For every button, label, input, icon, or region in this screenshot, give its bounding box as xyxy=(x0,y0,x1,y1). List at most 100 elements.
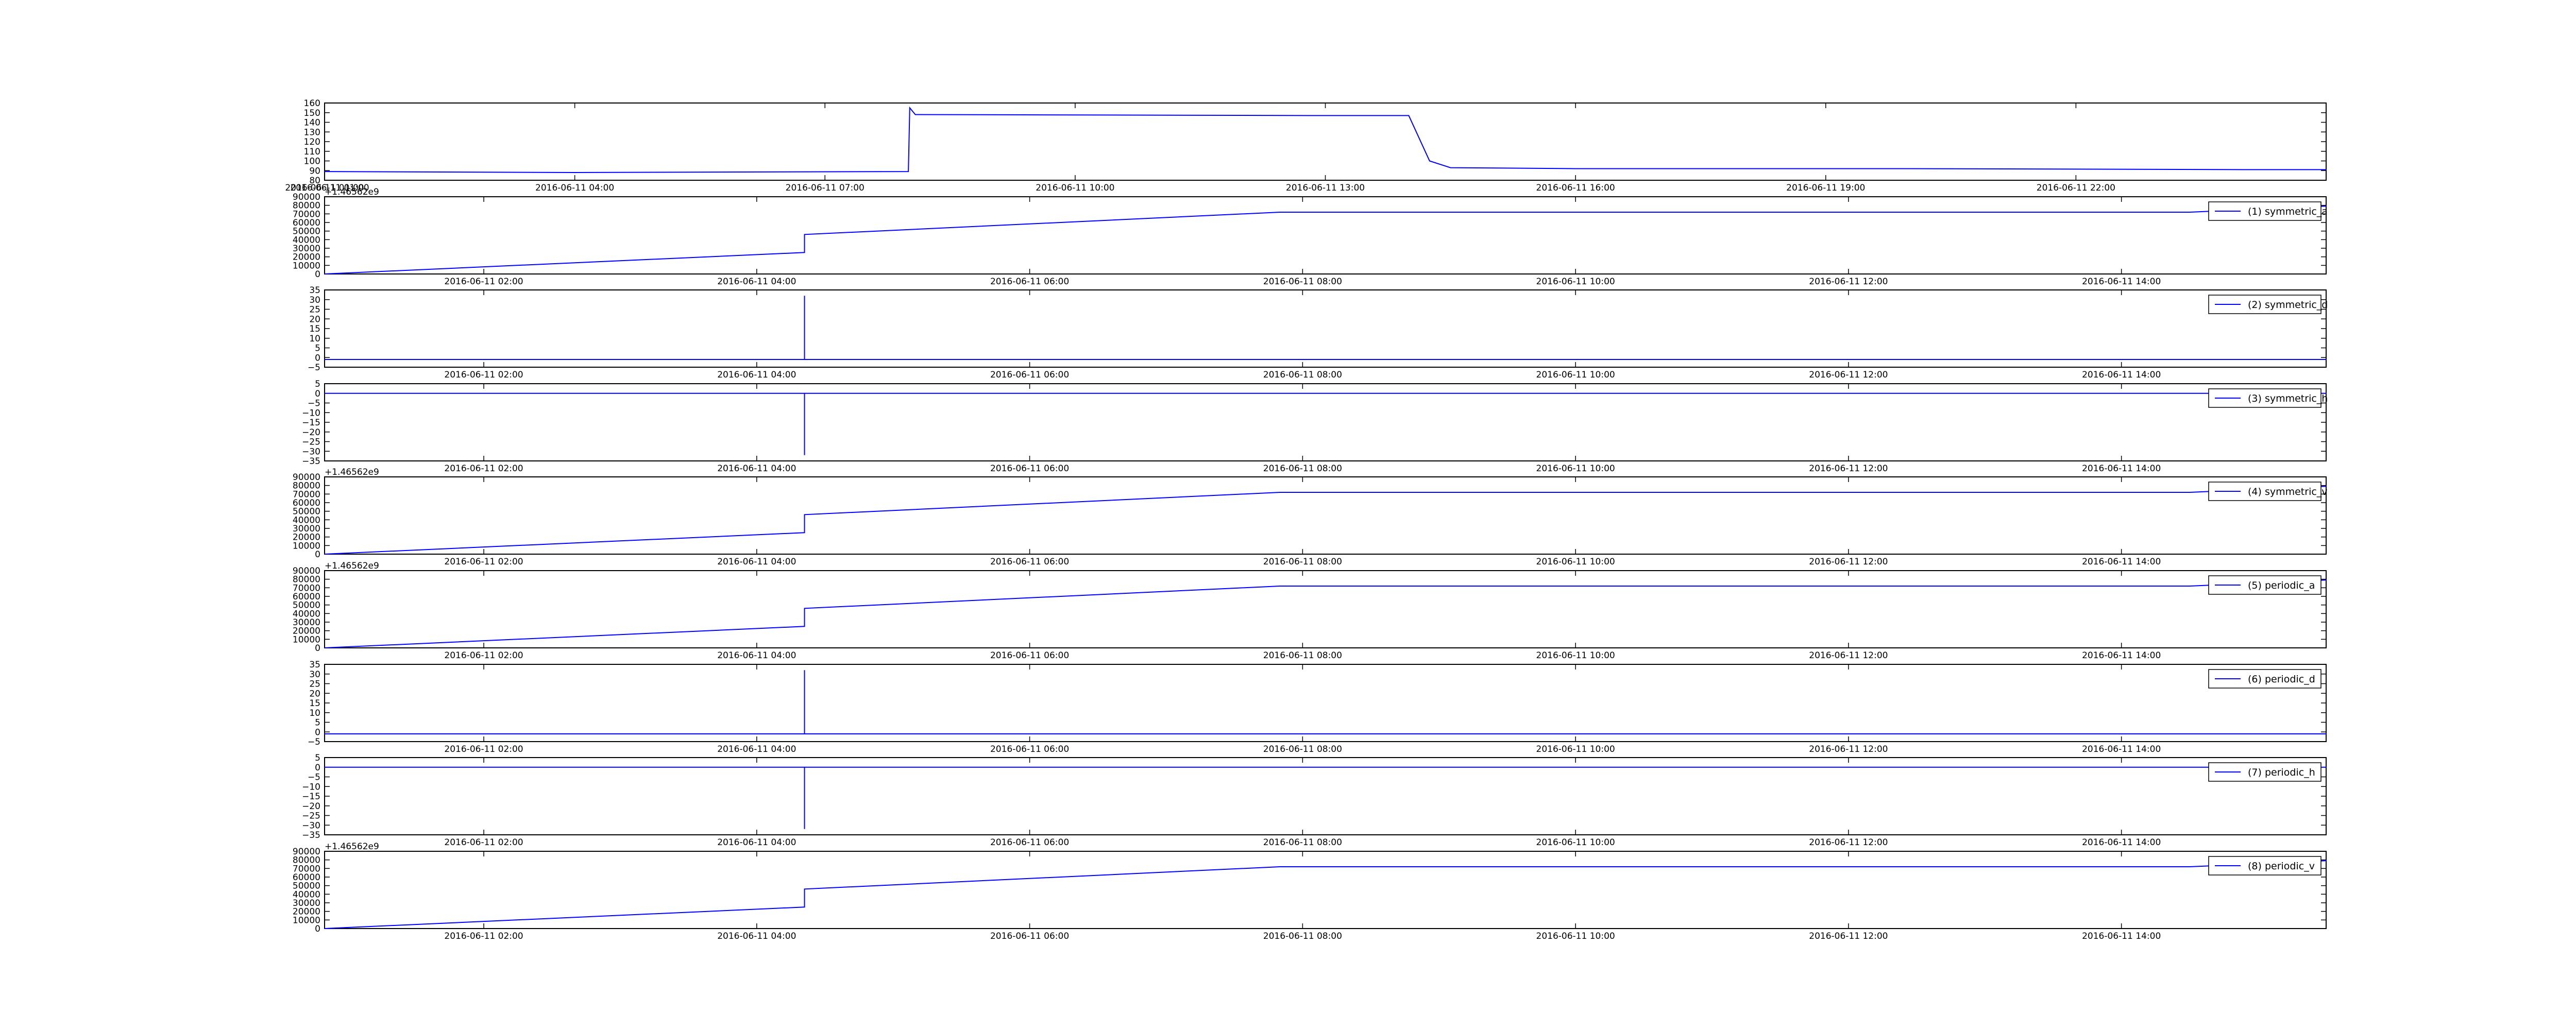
y-tick-label: 50000 xyxy=(293,227,320,237)
x-tick-label: 2016-06-11 22:00 xyxy=(2037,183,2115,193)
x-tick-label: 2016-06-11 12:00 xyxy=(1809,650,1888,661)
y-tick-label: 20 xyxy=(309,314,320,324)
y-tick-label: 150 xyxy=(304,108,320,118)
y-tick-label: 35 xyxy=(309,285,320,296)
legend: (5) periodic_a xyxy=(2208,575,2321,595)
y-tick-label: 0 xyxy=(315,550,320,560)
axes-frame xyxy=(324,851,2327,929)
x-tick-label: 2016-06-11 04:00 xyxy=(535,183,614,193)
x-tick-label: 2016-06-11 04:00 xyxy=(717,370,796,380)
y-tick-label: 140 xyxy=(304,118,320,128)
x-tick-label: 2016-06-11 14:00 xyxy=(2082,931,2161,941)
y-tick-label: 10000 xyxy=(293,541,320,551)
x-tick-label: 2016-06-11 14:00 xyxy=(2082,277,2161,287)
y-tick-label: 10 xyxy=(309,708,320,718)
y-tick-label: −10 xyxy=(302,782,320,792)
y-tick-label: 80 xyxy=(309,176,320,186)
y-tick-label: 5 xyxy=(315,379,320,389)
x-tick-label: 2016-06-11 06:00 xyxy=(990,277,1069,287)
x-tick-label: 2016-06-11 06:00 xyxy=(990,650,1069,661)
x-tick-label: 2016-06-11 12:00 xyxy=(1809,931,1888,941)
x-tick-label: 2016-06-11 08:00 xyxy=(1263,277,1342,287)
x-tick-label: 2016-06-11 08:00 xyxy=(1263,744,1342,754)
y-tick-label: −5 xyxy=(308,772,320,783)
y-tick-label: 50000 xyxy=(293,507,320,517)
y-tick-label: −15 xyxy=(302,418,320,428)
y-tick-label: 20 xyxy=(309,689,320,699)
y-tick-label: 40000 xyxy=(293,515,320,525)
x-tick-label: 2016-06-11 08:00 xyxy=(1263,837,1342,848)
x-tick-label: 2016-06-11 02:00 xyxy=(444,650,523,661)
y-tick-label: 10000 xyxy=(293,634,320,645)
y-tick-label: −25 xyxy=(302,437,320,448)
x-tick-label: 2016-06-11 10:00 xyxy=(1536,650,1615,661)
y-tick-label: 80000 xyxy=(293,855,320,866)
y-tick-label: −20 xyxy=(302,427,320,438)
x-tick-label: 2016-06-11 14:00 xyxy=(2082,744,2161,754)
y-tick-label: 50000 xyxy=(293,600,320,611)
panel-6: 0100002000030000400005000060000700008000… xyxy=(293,561,2327,661)
y-tick-label: 0 xyxy=(315,763,320,773)
y-tick-label: 30 xyxy=(309,295,320,305)
legend-label: (4) symmetric_v xyxy=(2248,486,2328,497)
y-tick-label: 90000 xyxy=(293,566,320,576)
x-tick-label: 2016-06-11 04:00 xyxy=(717,837,796,848)
y-tick-label: 5 xyxy=(315,344,320,354)
legend: (1) symmetric_a xyxy=(2208,201,2328,221)
y-tick-label: 50000 xyxy=(293,881,320,891)
x-tick-label: 2016-06-11 06:00 xyxy=(990,931,1069,941)
legend-label: (1) symmetric_a xyxy=(2248,206,2328,217)
y-tick-label: 5 xyxy=(315,753,320,763)
y-tick-label: −35 xyxy=(302,830,320,840)
x-tick-label: 2016-06-11 08:00 xyxy=(1263,931,1342,941)
x-tick-label: 2016-06-11 02:00 xyxy=(444,464,523,474)
y-tick-label: 35 xyxy=(309,660,320,670)
y-tick-label: −5 xyxy=(308,363,320,373)
x-tick-label: 2016-06-11 14:00 xyxy=(2082,370,2161,380)
legend: (6) periodic_d xyxy=(2208,669,2321,689)
y-tick-label: 60000 xyxy=(293,872,320,883)
x-tick-label: 2016-06-11 10:00 xyxy=(1536,370,1615,380)
y-tick-label: 0 xyxy=(315,269,320,280)
x-tick-label: 2016-06-11 10:00 xyxy=(1536,931,1615,941)
y-tick-label: 10000 xyxy=(293,915,320,925)
x-tick-label: 2016-06-11 06:00 xyxy=(990,557,1069,567)
legend-label: (3) symmetric_h xyxy=(2248,393,2328,404)
x-tick-label: 2016-06-11 10:00 xyxy=(1536,557,1615,567)
y-tick-label: 80000 xyxy=(293,575,320,585)
y-tick-label: 70000 xyxy=(293,209,320,219)
x-tick-label: 2016-06-11 10:00 xyxy=(1536,744,1615,754)
x-tick-label: 2016-06-11 10:00 xyxy=(1536,277,1615,287)
x-tick-label: 2016-06-11 04:00 xyxy=(717,557,796,567)
y-tick-label: −35 xyxy=(302,456,320,467)
y-tick-label: 10000 xyxy=(293,261,320,271)
legend: (3) symmetric_h xyxy=(2208,388,2328,408)
series-line xyxy=(324,860,2327,929)
y-tick-label: −5 xyxy=(308,737,320,747)
y-tick-label: 160 xyxy=(304,98,320,109)
x-tick-label: 2016-06-11 02:00 xyxy=(444,370,523,380)
offset-text: +1.46562e9 xyxy=(325,561,379,571)
y-tick-label: 60000 xyxy=(293,592,320,602)
y-tick-label: −30 xyxy=(302,447,320,457)
y-tick-label: 130 xyxy=(304,127,320,138)
y-tick-label: 0 xyxy=(315,353,320,363)
y-tick-label: 80000 xyxy=(293,201,320,211)
legend-label: (8) periodic_v xyxy=(2248,861,2315,872)
legend-label: (5) periodic_a xyxy=(2248,580,2315,591)
x-tick-label: 2016-06-11 01:00 xyxy=(285,183,364,193)
x-tick-label: 2016-06-11 02:00 xyxy=(444,837,523,848)
y-tick-label: 20000 xyxy=(293,907,320,917)
x-tick-label: 2016-06-11 08:00 xyxy=(1263,464,1342,474)
x-tick-label: 2016-06-11 16:00 xyxy=(1536,183,1615,193)
y-tick-label: 30000 xyxy=(293,244,320,254)
y-tick-label: 110 xyxy=(304,147,320,157)
y-tick-label: 25 xyxy=(309,679,320,690)
y-tick-label: 80000 xyxy=(293,481,320,491)
y-tick-label: 90000 xyxy=(293,192,320,202)
offset-text: +1.46562e9 xyxy=(325,467,379,477)
y-tick-label: 60000 xyxy=(293,218,320,228)
legend: (8) periodic_v xyxy=(2208,856,2321,876)
x-tick-label: 2016-06-11 04:00 xyxy=(717,650,796,661)
